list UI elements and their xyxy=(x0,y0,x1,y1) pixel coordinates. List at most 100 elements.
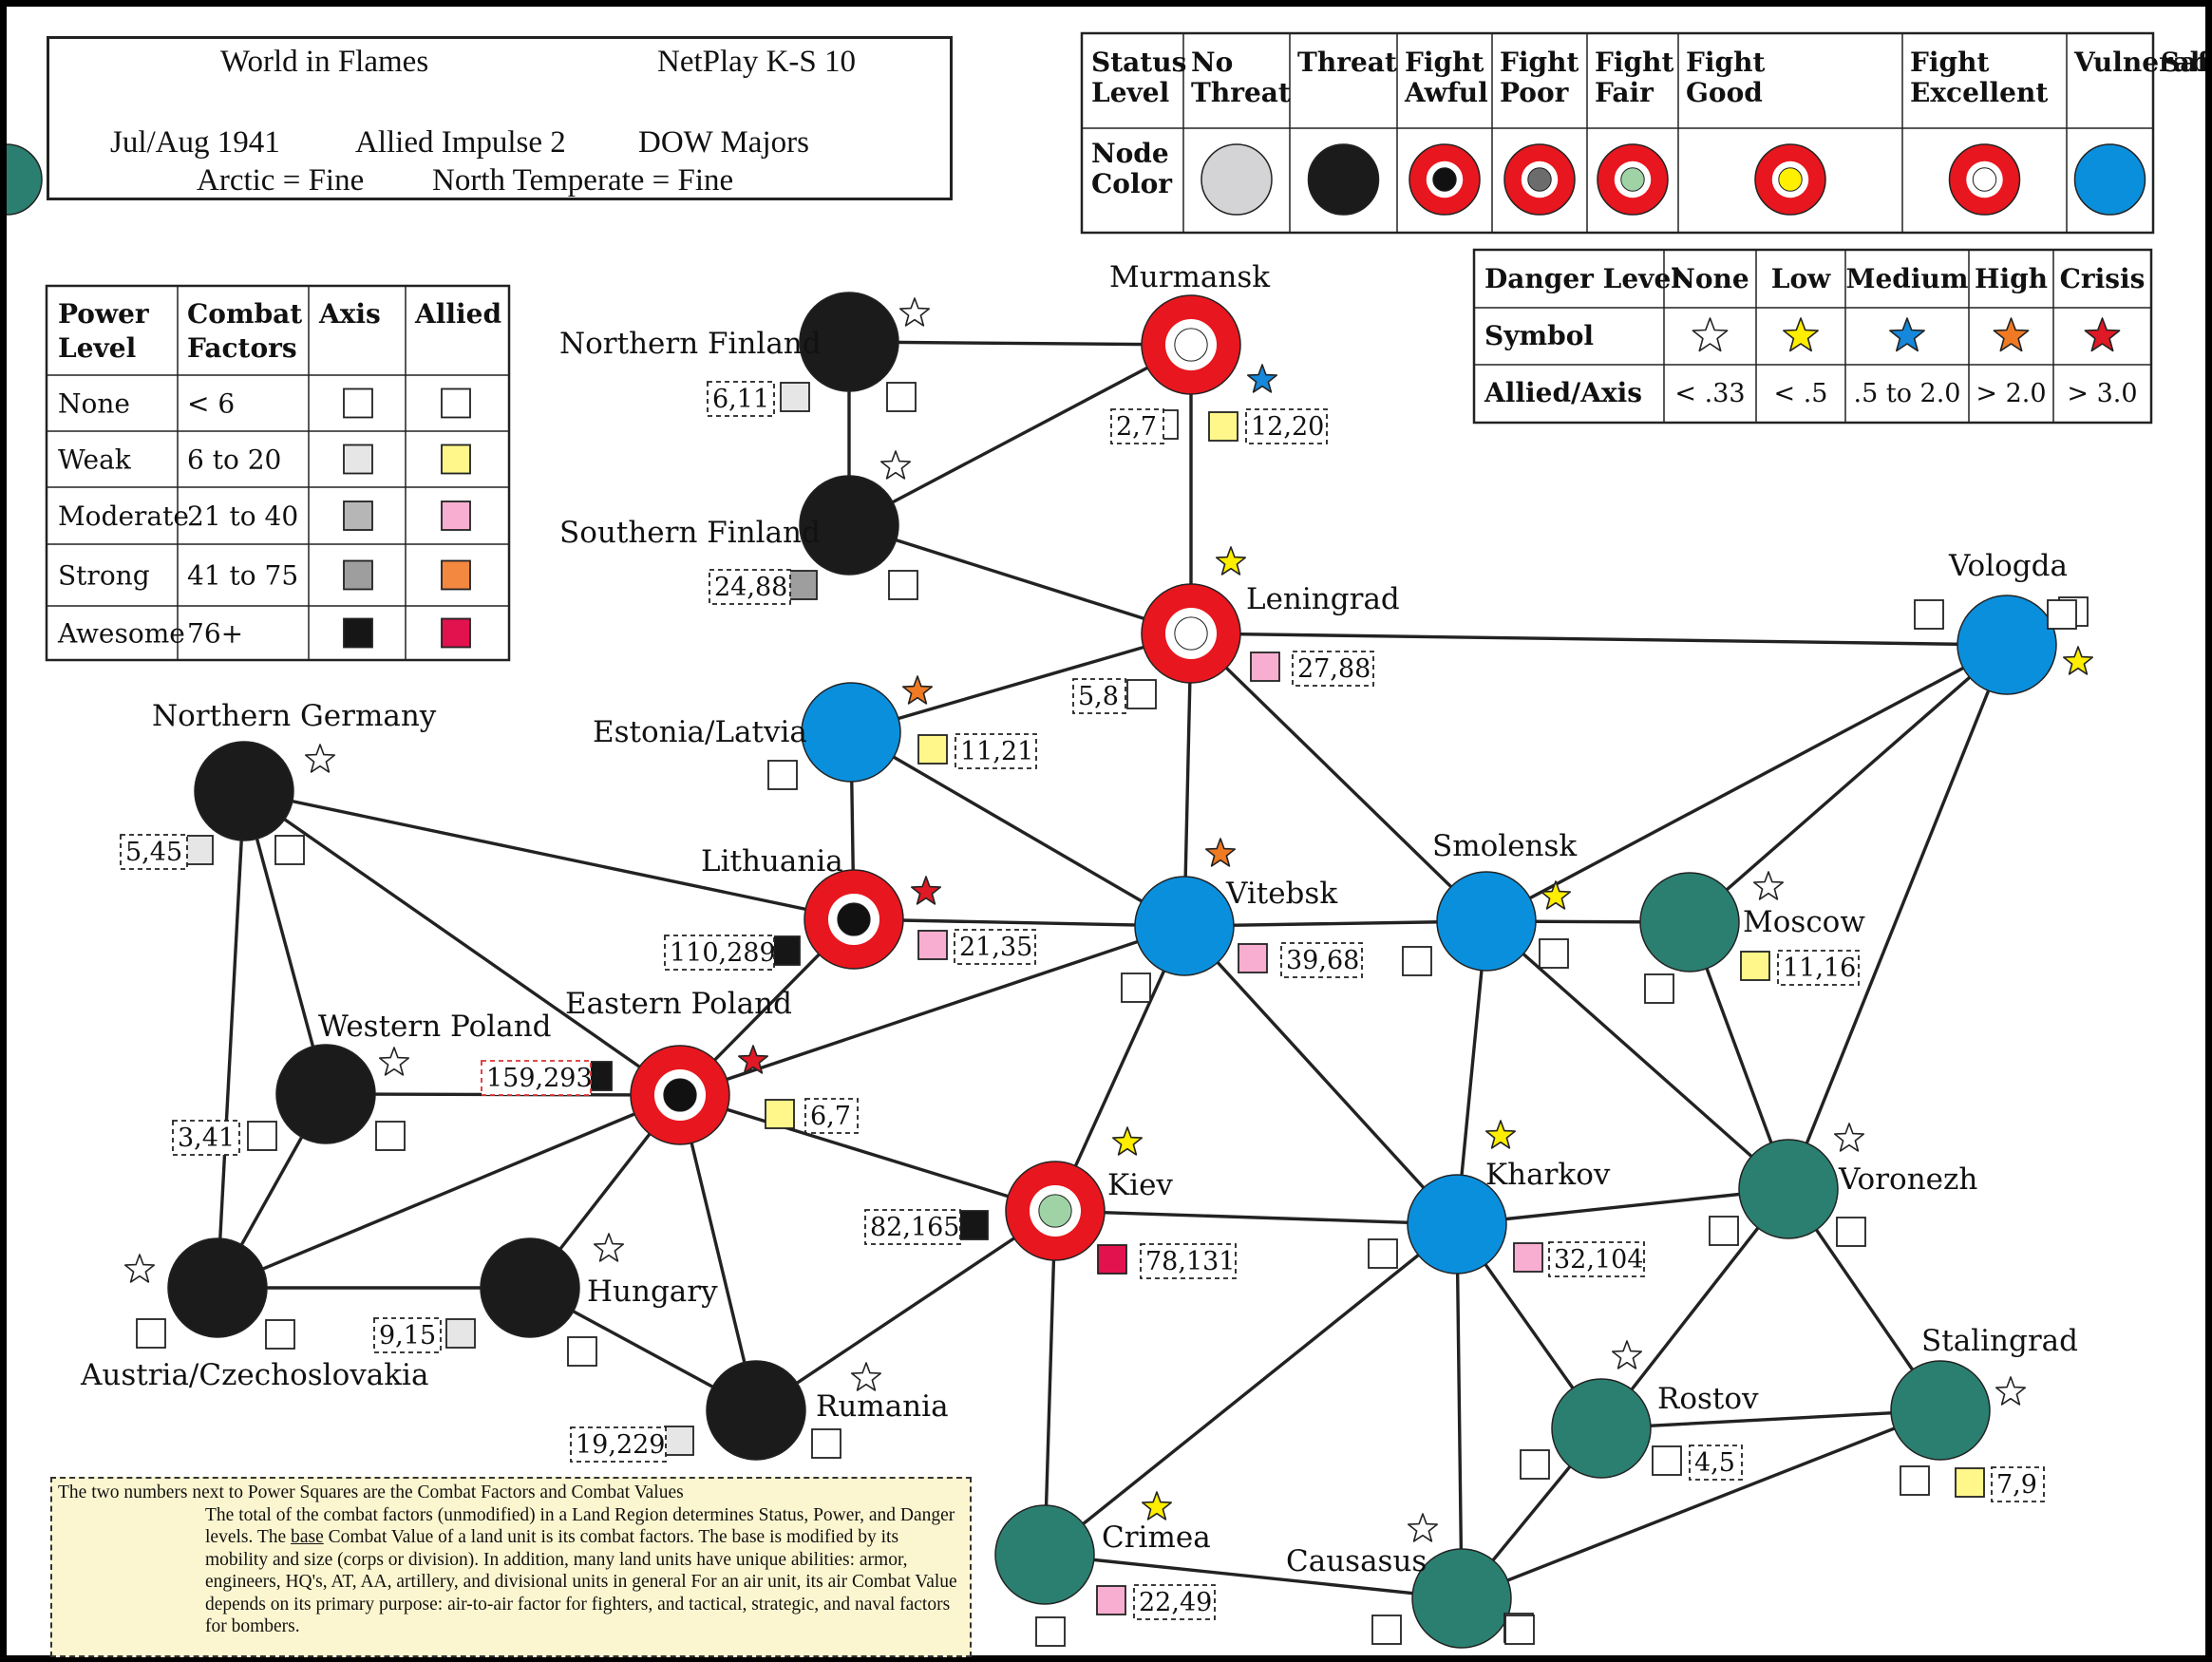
extra-square-vologda xyxy=(2047,599,2077,630)
axis-combat-values-n_germany: 5,45 xyxy=(125,838,182,867)
region-caucasus: Causasus xyxy=(1286,1513,1535,1649)
combat-factors-cell: < 6 xyxy=(187,388,235,420)
axis-combat-values-hungary-box xyxy=(373,1317,442,1353)
region-label-estonia: Estonia/Latvia xyxy=(593,715,807,749)
danger-low-star-icon xyxy=(1216,546,1246,576)
legend-node-safe xyxy=(7,143,43,216)
allied-power-square-smolensk xyxy=(1539,938,1569,969)
link-n_germany-e_poland xyxy=(243,789,681,1097)
power-legend-frame xyxy=(45,284,511,662)
danger-ratio-label: .5 to 2.0 xyxy=(1854,379,1961,408)
combat-factors-header: Combat xyxy=(187,298,302,330)
region-node-moscow xyxy=(1639,872,1740,973)
danger-ratio-label: < .33 xyxy=(1674,379,1745,408)
allied-power-square-crimea xyxy=(1096,1585,1126,1615)
danger-medium-star-icon xyxy=(1889,317,1925,352)
allied-power-square-n_finland xyxy=(886,382,917,412)
link-kiev-kharkov xyxy=(1054,1209,1458,1226)
danger-column-label: Low xyxy=(1771,263,1831,294)
axis-power-square-w_poland xyxy=(247,1121,277,1151)
region-label-austria: Austria/Czechoslovakia xyxy=(80,1358,428,1392)
region-node-smolensk xyxy=(1436,871,1537,972)
danger-none-star-icon xyxy=(1753,871,1784,900)
axis-combat-values-n_finland: 6,11 xyxy=(712,385,769,414)
allied-combat-values-rostov: 4,5 xyxy=(1694,1448,1735,1478)
region-label-vitebsk: Vitebsk xyxy=(1225,877,1337,911)
axis-moderate-swatch xyxy=(343,500,373,531)
allied-awesome-swatch xyxy=(441,617,471,649)
allied-combat-values-stalingrad: 7,9 xyxy=(1996,1470,2037,1500)
link-kharkov-caucasus xyxy=(1455,1223,1464,1599)
legend-node-none xyxy=(1201,143,1273,216)
region-node-e_poland-center xyxy=(663,1078,697,1112)
axis-power-square-hungary xyxy=(445,1318,476,1349)
region-label-kharkov: Kharkov xyxy=(1485,1158,1611,1192)
allied-combat-values-lithuania-box xyxy=(954,929,1036,965)
danger-none-star-icon xyxy=(1995,1376,2026,1406)
node-row-label: Color xyxy=(1091,168,1173,199)
link-rostov-stalingrad xyxy=(1600,1408,1941,1430)
axis-power-square-crimea xyxy=(1035,1616,1066,1647)
danger-ratio-label: > 2.0 xyxy=(1976,379,2046,408)
danger-none-star-icon xyxy=(594,1233,624,1262)
axis-power-square-leningrad xyxy=(1126,679,1157,709)
temperate-weather: North Temperate = Fine xyxy=(432,163,734,198)
region-node-stalingrad xyxy=(1890,1360,1991,1461)
region-smolensk: Smolensk xyxy=(1402,829,1577,976)
region-voronezh: Voronezh xyxy=(1709,1123,1977,1247)
status-column-label: Threat xyxy=(1191,77,1291,108)
allied-combat-values-leningrad: 27,88 xyxy=(1297,654,1371,684)
axis-power-square-voronezh xyxy=(1709,1216,1739,1246)
link-leningrad-smolensk xyxy=(1189,632,1488,923)
axis-strong-swatch xyxy=(343,559,373,591)
allied-combat-values-crimea: 22,49 xyxy=(1139,1588,1212,1617)
link-kharkov-crimea xyxy=(1043,1222,1459,1557)
link-vitebsk-e_poland xyxy=(679,924,1185,1097)
allied-combat-values-leningrad-box xyxy=(1292,651,1374,687)
legend-node-excellent-center xyxy=(1972,167,1997,192)
region-label-e_poland: Eastern Poland xyxy=(565,987,792,1021)
axis-power-square-vitebsk xyxy=(1121,973,1151,1003)
link-e_poland-kiev xyxy=(679,1093,1056,1213)
allied-combat-values-kharkov-box xyxy=(1548,1241,1645,1277)
link-e_poland-rumania xyxy=(678,1094,758,1411)
allied-power-square-w_poland xyxy=(375,1121,406,1151)
region-label-vologda: Vologda xyxy=(1948,549,2068,583)
allied-combat-values-stalingrad-box xyxy=(1991,1466,2045,1502)
status-row-label: Level xyxy=(1091,77,1169,108)
region-node-estonia xyxy=(801,682,901,783)
danger-low-star-icon xyxy=(1142,1491,1172,1520)
allied-power-square-hungary xyxy=(567,1336,597,1367)
region-node-lithuania-center xyxy=(837,902,871,936)
allied-power-square-rostov xyxy=(1652,1445,1682,1476)
danger-none-star-icon xyxy=(1408,1513,1438,1542)
allied-power-square-kiev xyxy=(1097,1244,1127,1275)
combat-factors-cell: 41 to 75 xyxy=(187,560,298,592)
link-lithuania-vitebsk xyxy=(853,917,1185,928)
allied-power-square-lithuania xyxy=(917,930,948,960)
status-column-label: No xyxy=(1191,47,1233,78)
link-n_germany-w_poland xyxy=(242,790,328,1095)
danger-high-star-icon xyxy=(902,675,933,705)
power-level-header: Level xyxy=(58,332,136,364)
danger-column-label: High xyxy=(1975,263,2048,294)
allied-combat-values-murmansk-box xyxy=(1245,408,1328,444)
axis-power-square-smolensk xyxy=(1402,946,1432,976)
region-node-vitebsk xyxy=(1134,876,1235,976)
region-label-caucasus: Causasus xyxy=(1286,1544,1427,1578)
region-label-lithuania: Lithuania xyxy=(701,844,843,878)
danger-none-star-icon xyxy=(880,450,911,480)
axis-combat-values-murmansk-box xyxy=(1110,408,1164,444)
axis-power-square-rumania xyxy=(664,1426,694,1456)
combat-factors-cell: 21 to 40 xyxy=(187,500,298,532)
region-node-rostov xyxy=(1551,1378,1652,1479)
danger-low-star-icon xyxy=(1485,1120,1516,1149)
